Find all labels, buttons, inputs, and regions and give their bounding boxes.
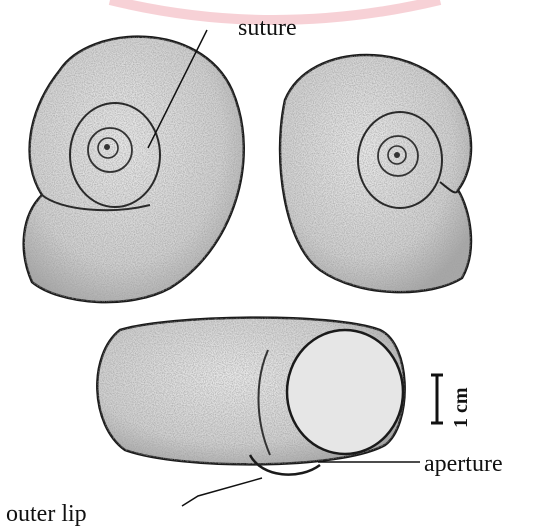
outer-lip-leader bbox=[182, 478, 262, 506]
scale-bar bbox=[431, 375, 443, 423]
aperture-label: aperture bbox=[424, 452, 503, 476]
shell-apical-view bbox=[24, 37, 244, 302]
suture-label: suture bbox=[238, 16, 297, 40]
scale-label: 1 cm bbox=[451, 387, 471, 428]
shell-apertural-view bbox=[97, 318, 404, 475]
outer-lip-label: outer lip bbox=[6, 502, 87, 526]
shell-umbilical-view bbox=[280, 55, 471, 292]
